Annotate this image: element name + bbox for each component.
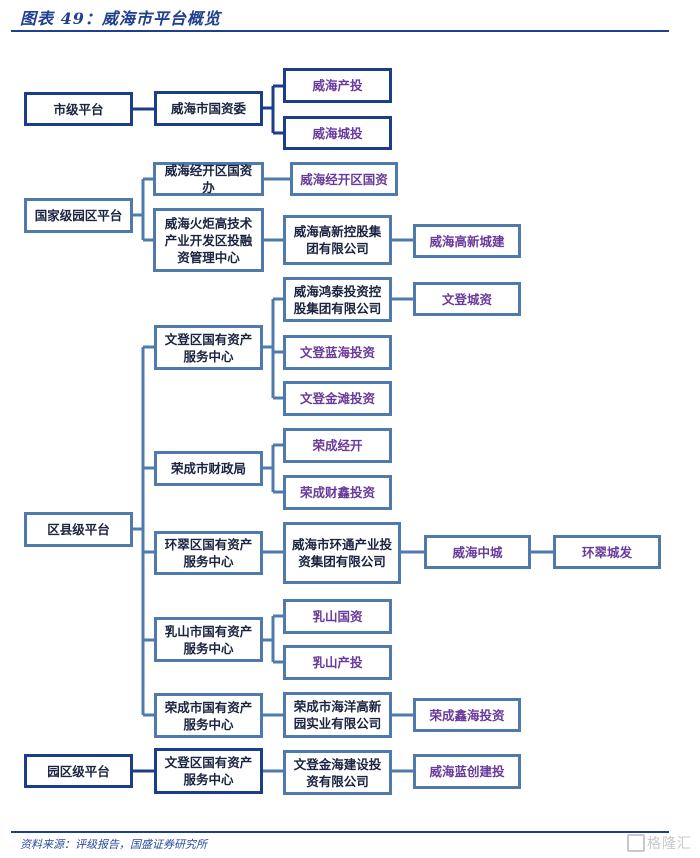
connector	[263, 443, 283, 494]
platform-wendeng-chengzi: 文登城资	[413, 282, 521, 316]
node-label-line: 服务中心	[183, 348, 234, 364]
node-label: 荣成经开	[312, 438, 363, 453]
node-label: 文登城资	[441, 291, 492, 307]
node-label-line: 服务中心	[183, 716, 234, 732]
node-label: 荣成市财政局	[170, 461, 246, 476]
node-label-line: 产业开发区投融	[164, 232, 253, 248]
node-weihai-hitech-holding: 威海高新控股集 团有限公司	[283, 215, 392, 265]
node-label: 威海经开区国资办	[164, 163, 253, 195]
node-label-line: 威海市环通产业投	[291, 537, 392, 552]
node-label: 荣成鑫海投资	[429, 707, 505, 723]
connector	[263, 614, 283, 664]
node-label: 环翠城发	[581, 544, 632, 560]
node-label: 乳山产投	[312, 655, 363, 670]
level-national-park-platform: 国家级园区平台	[24, 198, 133, 233]
platform-weihai-etdz-assets: 威海经开区国资	[290, 162, 398, 196]
level-park-platform: 园区级平台	[24, 754, 133, 788]
node-wendeng-jinhai-construction: 文登金海建设投 资有限公司	[283, 750, 392, 795]
node-label-line: 文登区国有资产	[164, 331, 253, 347]
node-wendeng-sasc-park: 文登区国有资产 服务中心	[154, 748, 263, 794]
watermark: 格隆汇	[627, 833, 692, 853]
node-weihai-torch-center: 威海火炬高技术 产业开发区投融 资管理中心	[153, 208, 264, 272]
node-label: 乳山国资	[312, 609, 363, 624]
node-weihai-huantong-group: 威海市环通产业投 资集团有限公司	[283, 522, 401, 584]
node-label: 威海中城	[452, 544, 503, 560]
node-rongcheng-sasc: 荣成市国有资产 服务中心	[154, 693, 263, 738]
title-divider	[11, 30, 669, 32]
footer-divider	[11, 831, 669, 833]
node-weihai-sasac: 威海市国资委	[154, 91, 263, 126]
node-label: 荣成财鑫投资	[299, 485, 375, 500]
node-huancui-sasc: 环翠区国有资产 服务中心	[154, 531, 263, 575]
node-label-line: 资集团有限公司	[298, 554, 386, 569]
node-label-line: 乳山市国有资产	[164, 623, 253, 639]
node-label: 文登金滩投资	[299, 391, 375, 406]
node-label: 园区级平台	[47, 763, 110, 779]
connector	[133, 177, 153, 242]
node-label-line: 园实业有限公司	[293, 716, 382, 731]
node-label-line: 资有限公司	[306, 773, 369, 789]
node-label: 国家级园区平台	[34, 208, 123, 223]
node-label-line: 荣成市海洋高新	[293, 699, 382, 714]
node-label-line: 服务中心	[183, 640, 234, 656]
node-label-line: 服务中心	[183, 772, 234, 787]
node-weihai-etdz-office: 威海经开区国资办	[153, 162, 264, 196]
platform-weihai-lanchuang: 威海蓝创建投	[413, 754, 521, 789]
connector	[133, 345, 154, 717]
node-rongcheng-marine-hitech: 荣成市海洋高新 园实业有限公司	[283, 692, 392, 738]
platform-weihai-zhongcheng: 威海中城	[424, 535, 531, 569]
node-label-line: 资管理中心	[177, 249, 240, 265]
node-label: 威海产投	[312, 78, 363, 93]
node-label-line: 威海鸿泰投资控	[293, 283, 382, 299]
node-label: 威海城投	[312, 125, 363, 141]
node-label: 威海经开区国资	[300, 171, 388, 187]
node-label-line: 威海火炬高技术	[164, 215, 253, 231]
platform-weihai-chengtou: 威海城投	[283, 116, 392, 150]
node-wendeng-sasc: 文登区国有资产 服务中心	[154, 325, 263, 370]
platform-rushan-guozi: 乳山国资	[283, 599, 392, 634]
node-label-line: 威海高新控股集	[293, 224, 382, 239]
platform-rongcheng-jingkai: 荣成经开	[283, 428, 392, 463]
platform-wendeng-jintan: 文登金滩投资	[283, 381, 392, 416]
node-label: 威海蓝创建投	[429, 764, 505, 779]
platform-weihai-chantou: 威海产投	[283, 68, 392, 103]
figure-title: 图表 49：威海市平台概览	[20, 9, 221, 28]
connector	[263, 84, 283, 135]
node-label-line: 团有限公司	[306, 241, 369, 256]
source-note: 资料来源：评级报告，国盛证券研究所	[20, 838, 207, 851]
platform-wendeng-lanhai: 文登蓝海投资	[283, 335, 392, 370]
platform-rongcheng-xinhai: 荣成鑫海投资	[413, 698, 521, 732]
watermark-text: 格隆汇	[647, 836, 692, 852]
node-rongcheng-finance-bureau: 荣成市财政局	[154, 451, 263, 486]
watermark-logo-icon	[627, 834, 645, 852]
node-label-line: 服务中心	[183, 554, 234, 569]
node-label-line: 荣成市国有资产	[164, 699, 253, 715]
level-city-platform: 市级平台	[24, 92, 133, 126]
level-county-platform: 区县级平台	[24, 512, 133, 547]
platform-rongcheng-caixin: 荣成财鑫投资	[283, 475, 392, 510]
node-weihai-hongtai-holding: 威海鸿泰投资控 股集团有限公司	[283, 277, 392, 322]
node-label: 威海高新城建	[429, 233, 505, 249]
node-label-line: 环翠区国有资产	[164, 537, 253, 552]
platform-weihai-hitech-chengjian: 威海高新城建	[413, 224, 521, 258]
platform-huancui-chengfa: 环翠城发	[553, 535, 661, 569]
connector	[263, 297, 283, 400]
node-rushan-sasc: 乳山市国有资产 服务中心	[154, 617, 263, 662]
node-label: 威海市国资委	[170, 101, 246, 116]
node-label: 区县级平台	[47, 522, 110, 537]
node-label: 文登蓝海投资	[299, 345, 375, 360]
node-label-line: 股集团有限公司	[293, 300, 382, 316]
node-label-line: 文登区国有资产	[164, 755, 253, 770]
node-label-line: 文登金海建设投	[293, 756, 382, 772]
node-label: 市级平台	[53, 101, 104, 117]
platform-rushan-chantou: 乳山产投	[283, 645, 392, 680]
